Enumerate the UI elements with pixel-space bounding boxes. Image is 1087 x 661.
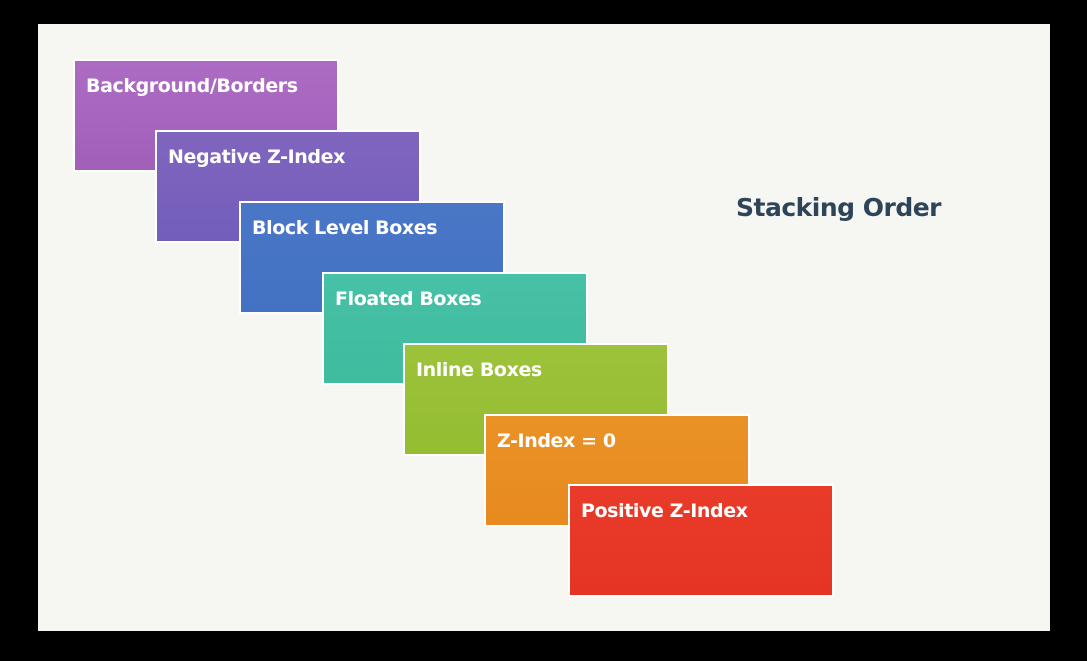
layer-label: Block Level Boxes xyxy=(252,217,438,239)
layer-label: Background/Borders xyxy=(86,75,298,97)
layer-label: Floated Boxes xyxy=(335,288,482,310)
layer-label: Z-Index = 0 xyxy=(497,430,616,452)
layer-label: Positive Z-Index xyxy=(581,500,748,522)
diagram-title: Stacking Order xyxy=(736,193,942,222)
layer-label: Inline Boxes xyxy=(416,359,542,381)
slide: Background/Borders Negative Z-Index Bloc… xyxy=(38,24,1050,631)
layer-label: Negative Z-Index xyxy=(168,146,345,168)
layer-positive-z-index: Positive Z-Index xyxy=(568,484,834,597)
